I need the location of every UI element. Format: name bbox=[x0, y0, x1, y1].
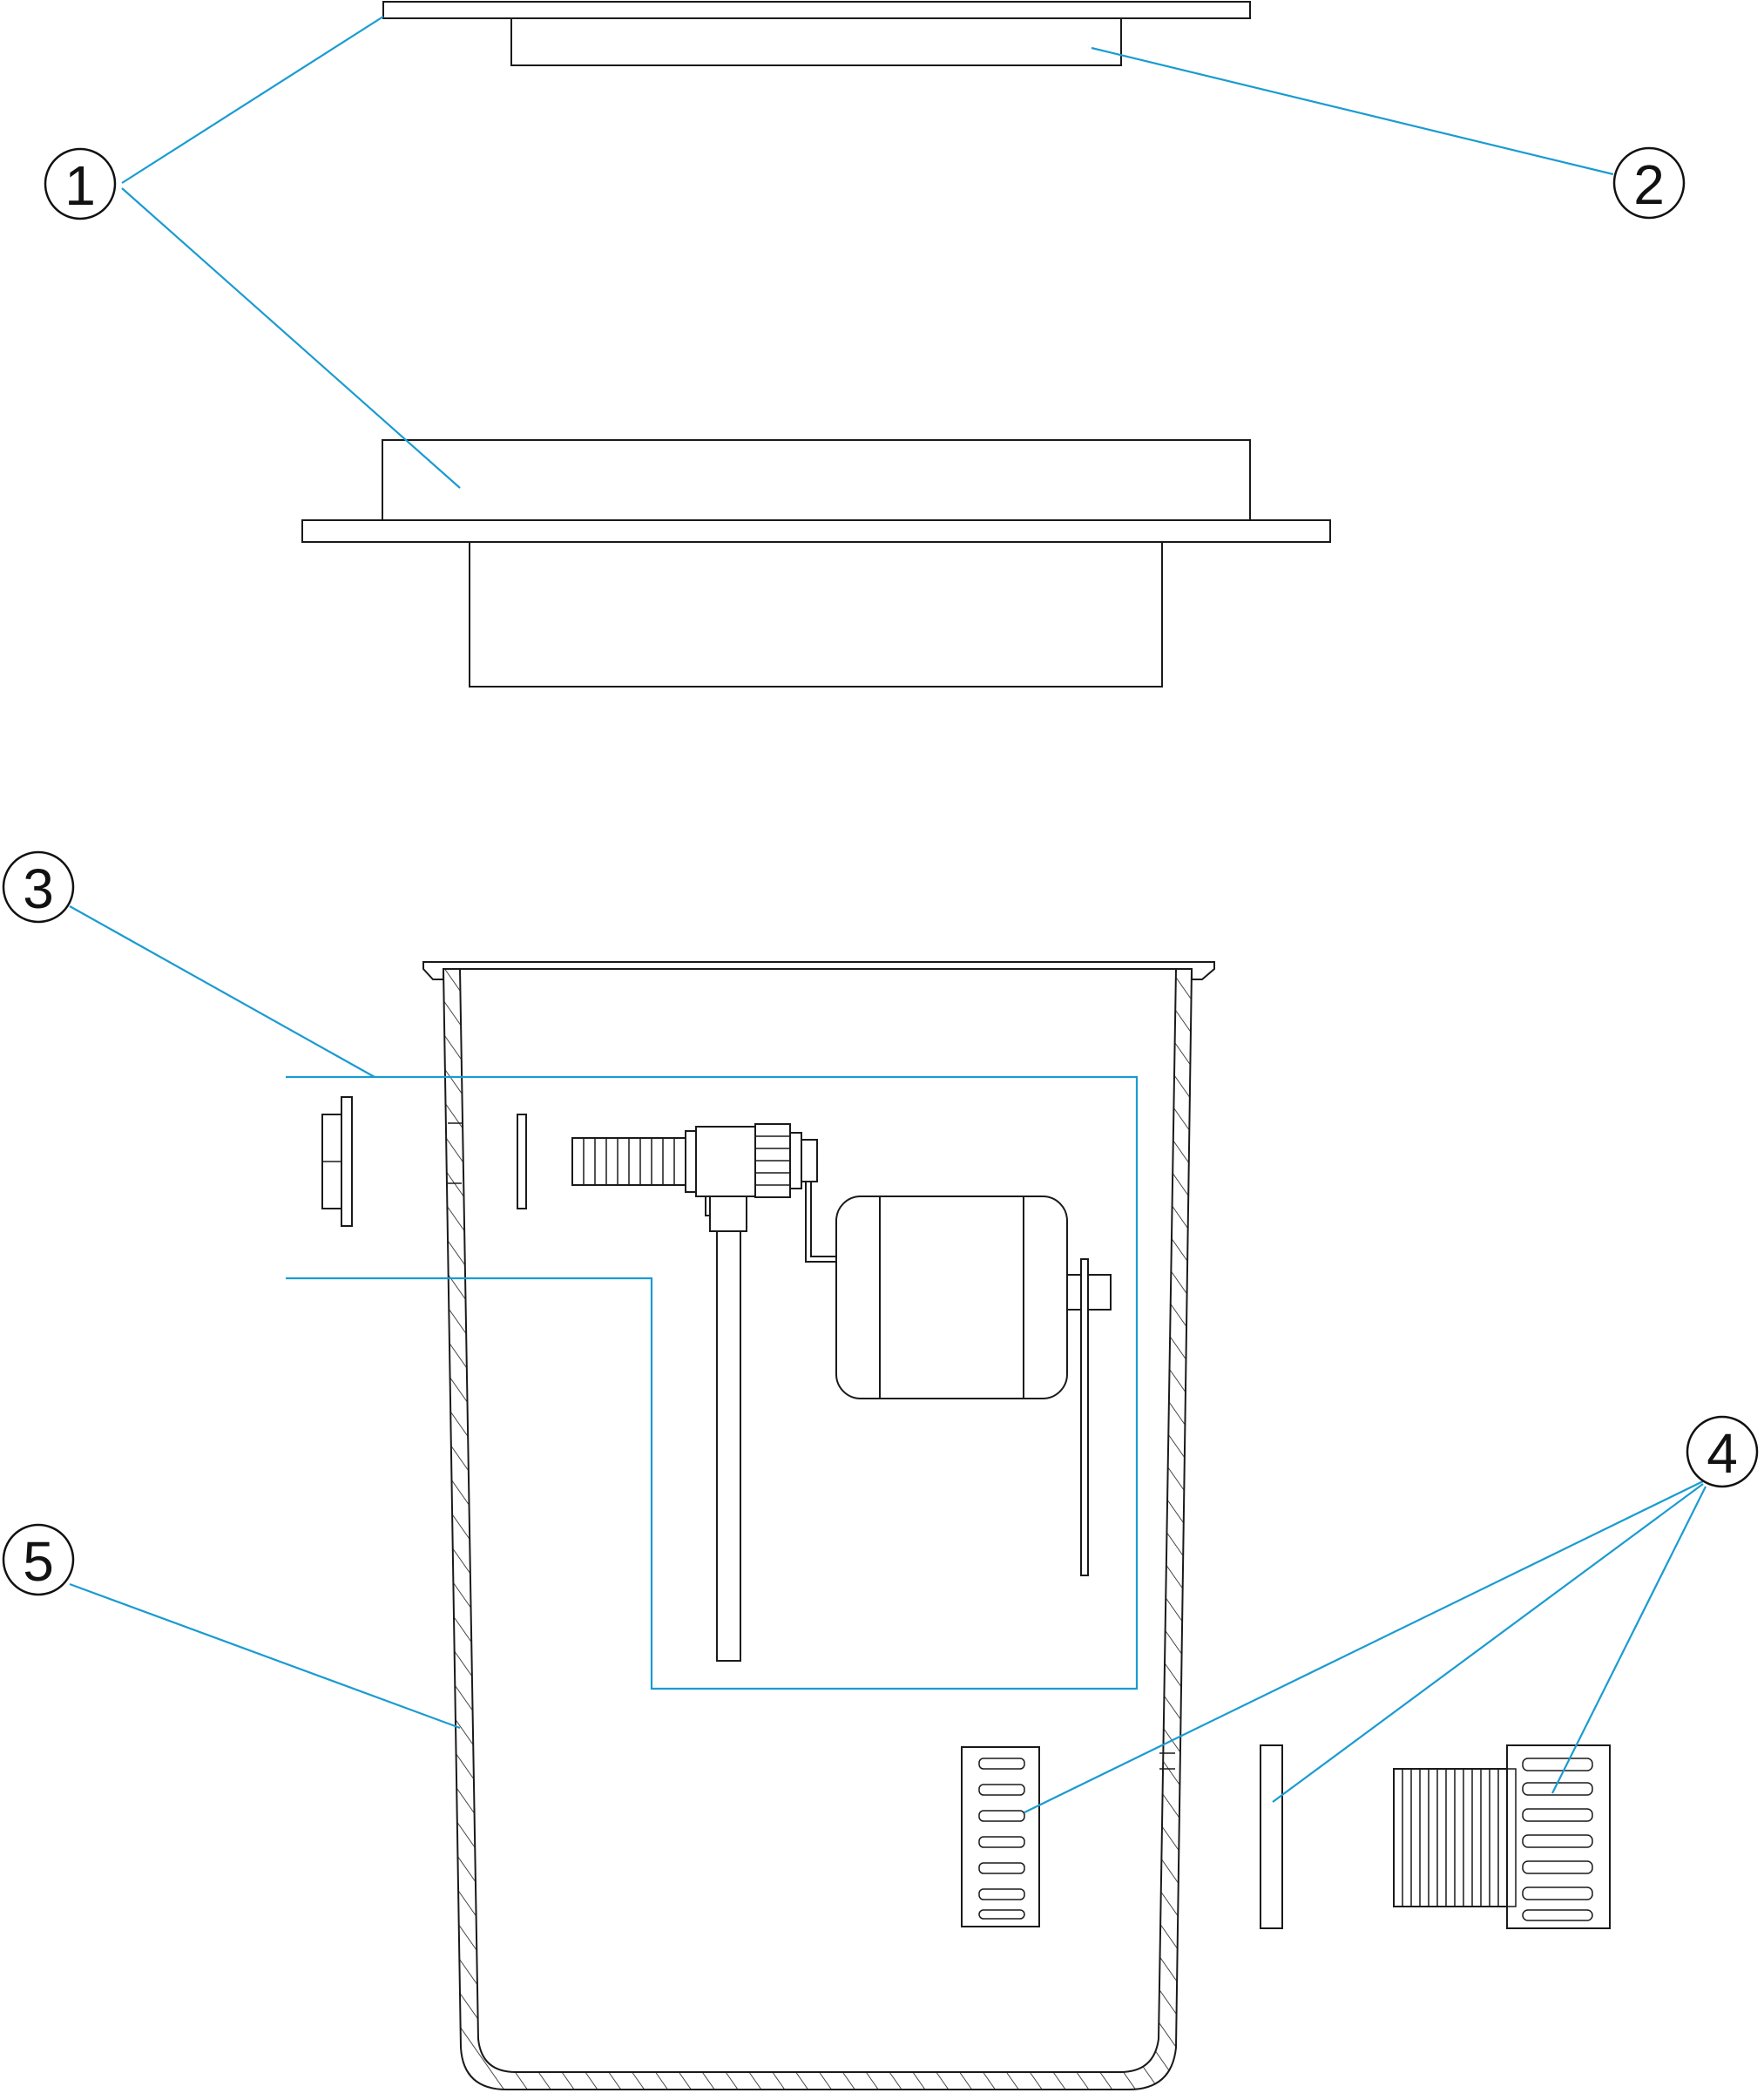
frame-collar bbox=[301, 439, 1331, 688]
callout-5: 5 bbox=[2, 1523, 75, 1596]
leader-2 bbox=[1091, 46, 1614, 176]
tank-wall bbox=[442, 968, 1193, 2090]
callout-1: 1 bbox=[44, 147, 117, 220]
valve-collar bbox=[685, 1130, 697, 1193]
leader-4-gasket bbox=[1272, 1483, 1704, 1803]
leader-1-cover bbox=[121, 16, 384, 184]
collar-flange bbox=[301, 519, 1331, 543]
callout-2-label: 2 bbox=[1633, 153, 1665, 216]
cover-seal-part-2 bbox=[510, 17, 1122, 66]
top-cover bbox=[382, 1, 1251, 66]
valve-thread-lines bbox=[583, 1138, 675, 1185]
outlet-gasket bbox=[1260, 1744, 1283, 1929]
callout-3-label: 3 bbox=[23, 857, 54, 920]
tank-body bbox=[422, 961, 1215, 2090]
float-rod bbox=[1080, 1258, 1089, 1576]
outlet-fitting bbox=[961, 1744, 1611, 1929]
collar-upper bbox=[382, 439, 1251, 521]
leader-5 bbox=[69, 1582, 461, 1730]
valve-nut bbox=[341, 1096, 353, 1227]
callout-4: 4 bbox=[1686, 1415, 1759, 1488]
callout-1-label: 1 bbox=[64, 154, 96, 217]
leader-1-collar bbox=[121, 187, 461, 489]
float-band bbox=[879, 1196, 1024, 1399]
leader-3-kit-outline bbox=[286, 1075, 1139, 1690]
outlet-nut-right bbox=[1506, 1744, 1611, 1929]
callout-2: 2 bbox=[1612, 146, 1686, 220]
cover-plate bbox=[382, 1, 1251, 19]
callout-3: 3 bbox=[2, 850, 75, 924]
leader-4-tail bbox=[1551, 1486, 1707, 1794]
leader-4-nut bbox=[1024, 1480, 1704, 1813]
collar-lower bbox=[469, 541, 1163, 688]
callout-4-label: 4 bbox=[1707, 1422, 1738, 1485]
discharge-tube-head bbox=[709, 1196, 747, 1232]
valve-linkage bbox=[805, 1182, 838, 1263]
leader-lines bbox=[69, 16, 1707, 1813]
valve-washer bbox=[517, 1114, 527, 1209]
float-valve-kit bbox=[321, 1096, 1112, 1662]
leader-3 bbox=[69, 905, 375, 1078]
discharge-tube bbox=[716, 1230, 741, 1662]
tank-rim bbox=[422, 961, 1215, 980]
valve-body bbox=[695, 1126, 756, 1197]
callout-5-label: 5 bbox=[23, 1530, 54, 1593]
